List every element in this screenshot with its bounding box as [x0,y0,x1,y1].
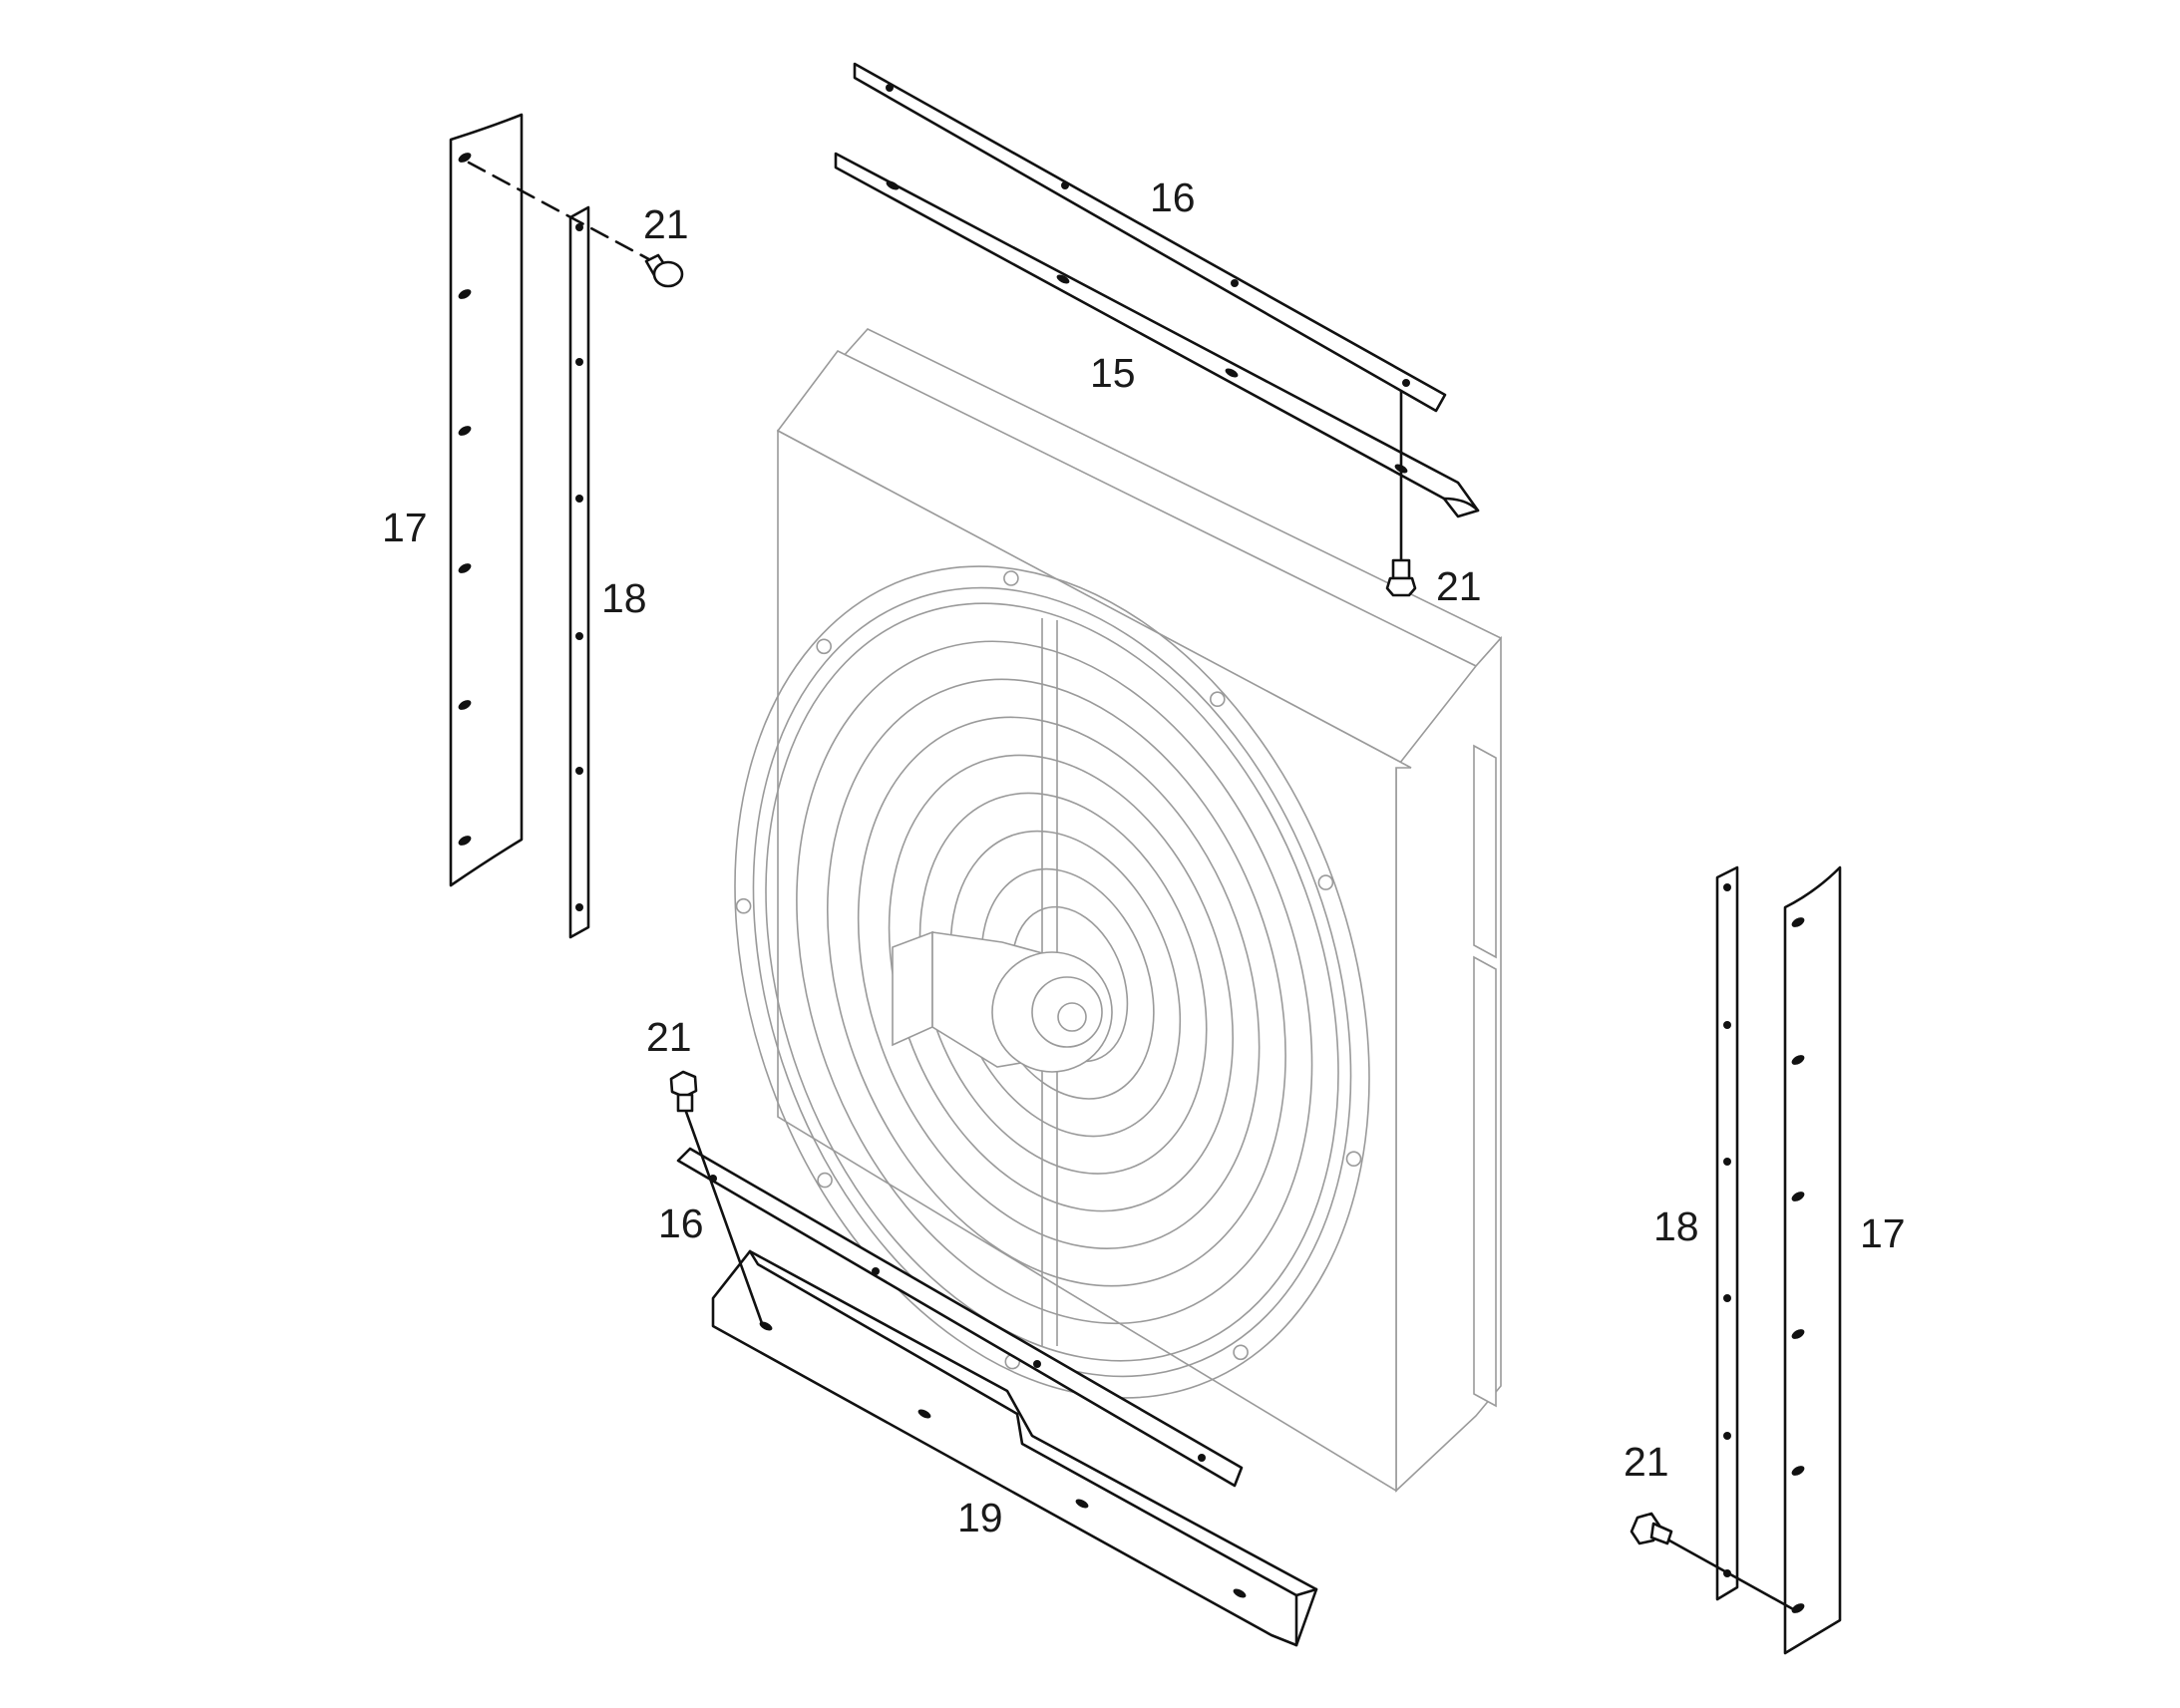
guard-ring [857,716,1261,1249]
shroud-bolt [1317,874,1334,890]
shroud-bolt [1345,1151,1362,1167]
callout-21-bottom-left: 21 [646,1014,692,1060]
fastener-line-top-left [467,161,660,266]
bolt-21-bottom-right [1630,1512,1673,1545]
fastener-line-bottom-right [1658,1534,1797,1612]
bolt-21-top-left [644,253,684,288]
callout-21-top-left: 21 [643,201,689,247]
callout-18-right: 18 [1653,1203,1699,1249]
shroud-bolt [817,1172,833,1189]
part-15-top-angle [834,152,1480,518]
shroud-bolt [735,897,752,914]
part-18-right-strip [1715,865,1739,1601]
fastener-line-bottom-left [684,1110,765,1328]
part-19-bottom-angle [711,1249,1318,1647]
fan-radiator-assembly [734,328,1503,1493]
part-17-left-panel [449,113,524,887]
part-16-top-strip [853,62,1447,413]
side-rail-lower [1473,955,1497,1408]
bolt-21-bottom-left [669,1070,698,1113]
callout-19: 19 [957,1495,1003,1540]
part-17-right-panel [1783,865,1842,1655]
fan-shroud-ring [734,565,1370,1399]
shroud-bolt [1003,570,1019,586]
callout-18-left: 18 [601,575,647,621]
callout-16-bottom: 16 [658,1200,704,1246]
callout-16-top: 16 [1150,174,1196,220]
callout-21-bottom-right: 21 [1624,1439,1669,1485]
bolt-21-top-right [1385,558,1417,597]
side-rail-upper [1473,744,1497,959]
callout-15: 15 [1090,350,1136,396]
shroud-bolts [735,570,1362,1370]
shroud-bolt [1233,1344,1249,1361]
fan-guard-grille [765,602,1339,1362]
shroud-bolt [1210,691,1226,708]
guard-ring [796,640,1313,1325]
guard-ring [827,678,1286,1287]
callout-21-top-right: 21 [1436,563,1482,609]
callout-17-right: 17 [1860,1210,1906,1256]
callout-17-left: 17 [382,505,428,550]
shroud-bolt [816,638,833,655]
fan-shroud-ring-inner [752,586,1352,1378]
guard-ring [765,602,1339,1362]
guard-ring [888,754,1234,1212]
part-16-bottom-strip [676,1147,1244,1488]
fan-motor-hub [892,930,1113,1073]
part-18-left-strip [568,205,590,939]
